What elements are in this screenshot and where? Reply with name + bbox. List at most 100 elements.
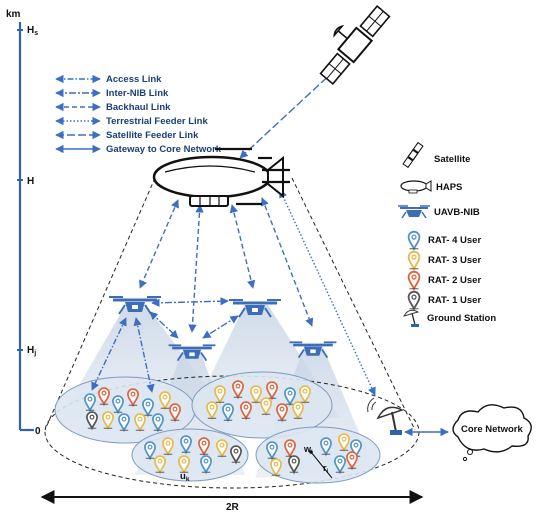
backhaul-link-1 <box>139 199 179 289</box>
svg-text:UAVB-NIB: UAVB-NIB <box>434 207 480 218</box>
svg-text:Satellite Feeder Link: Satellite Feeder Link <box>106 130 199 141</box>
backhaul-link-2 <box>188 204 204 333</box>
user-pins <box>84 380 362 478</box>
user-pin-icon <box>338 433 350 453</box>
user-pin-icon <box>407 250 421 272</box>
user-pin-icon <box>200 455 212 475</box>
svg-text:HAPS: HAPS <box>436 182 462 193</box>
user-pin-icon <box>240 401 252 421</box>
entity-key: Satellite HAPS UAVB-NIB RAT- 4 User RAT- <box>398 141 496 327</box>
svg-text:Terrestrial Feeder Link: Terrestrial Feeder Link <box>106 116 208 127</box>
user-pin-icon <box>206 401 218 421</box>
tick-label-hs: Hs <box>27 25 38 37</box>
drone-icon <box>398 205 430 219</box>
key-satellite: Satellite <box>402 141 470 169</box>
satellite-feeder-link <box>239 69 336 159</box>
user-pin-icon <box>98 387 110 407</box>
user-pin-icon <box>266 441 278 461</box>
inter-nib-link-2 <box>149 311 179 339</box>
tick-label-hj: Hj <box>27 345 36 357</box>
user-pin-icon <box>84 393 96 413</box>
user-pin-icon <box>144 441 156 461</box>
user-pin-icon <box>320 437 332 457</box>
user-pin-icon <box>162 437 174 457</box>
radius-label: 2R <box>226 502 240 513</box>
core-network-label: Core Network <box>461 424 523 435</box>
user-pin-icon <box>169 403 181 423</box>
user-pin-icon <box>118 413 130 433</box>
key-haps: HAPS <box>400 180 462 194</box>
user-pin-icon <box>159 391 171 411</box>
user-pin-icon <box>288 455 300 475</box>
legend-satellite-feeder-link: Satellite Feeder Link <box>55 130 199 141</box>
user-pin-icon <box>346 451 358 471</box>
distance-label: ri <box>323 463 329 475</box>
user-pin-icon <box>86 411 98 431</box>
svg-text:Ground Station: Ground Station <box>427 313 496 324</box>
drone-icon <box>168 344 216 362</box>
drone-icon <box>289 341 337 359</box>
user-pin-icon <box>178 455 190 475</box>
satellite-icon <box>402 141 424 169</box>
user-pin-icon <box>127 388 139 408</box>
user-pin-icon <box>152 413 164 433</box>
user-pin-icon <box>407 270 421 292</box>
legend-backhaul-link: Backhaul Link <box>55 102 171 113</box>
user-pin-icon <box>216 439 228 459</box>
cluster-annotations: uk wi ri <box>180 444 333 483</box>
key-rat3-label: RAT- 3 User <box>428 255 481 266</box>
user-pin-icon <box>276 403 288 423</box>
link-legend: Access Link Inter-NIB Link Backhaul Link… <box>55 74 222 155</box>
user-pin-icon <box>260 397 272 417</box>
user-pin-icon <box>232 380 244 400</box>
drone-icon <box>229 299 281 318</box>
ground-station-icon <box>402 309 420 327</box>
svg-text:Inter-NIB Link: Inter-NIB Link <box>106 88 169 99</box>
drone-icon <box>109 296 161 315</box>
user-pin-icon <box>266 381 278 401</box>
user-label: uk <box>180 471 190 483</box>
key-rat1-label: RAT- 1 User <box>428 295 481 306</box>
backhaul-link-4 <box>260 197 314 327</box>
point-label: wi <box>303 444 313 456</box>
user-pin-icon <box>222 403 234 423</box>
ground-station-icon <box>367 397 404 435</box>
key-rat2-label: RAT- 2 User <box>428 275 481 286</box>
svg-text:Access Link: Access Link <box>106 74 162 85</box>
user-pin-icon <box>299 385 311 405</box>
user-pin-icon <box>134 413 146 433</box>
user-pin-icon <box>198 437 210 457</box>
tick-label-h: H <box>27 176 34 187</box>
inter-nib-link-1 <box>151 297 229 307</box>
user-pin-icon <box>284 439 296 459</box>
svg-text:Satellite: Satellite <box>434 154 470 165</box>
svg-text:Gateway to Core Network: Gateway to Core Network <box>106 144 222 155</box>
user-pin-icon <box>270 458 282 478</box>
user-pin-icon <box>334 455 346 475</box>
user-pin-icon <box>350 439 362 459</box>
user-pin-icon <box>180 435 192 455</box>
key-uavb-nib: UAVB-NIB <box>398 205 480 219</box>
uav-layer <box>109 296 337 362</box>
user-pin-icon <box>292 401 304 421</box>
links: 2R <box>40 69 449 513</box>
legend-gateway-link: Gateway to Core Network <box>55 144 222 155</box>
inter-nib-link-3 <box>202 315 239 339</box>
backhaul-link-3 <box>229 204 256 289</box>
key-ground-station: Ground Station <box>402 309 496 327</box>
user-pin-icon <box>407 290 421 312</box>
satellite-icon <box>319 5 391 85</box>
legend-inter-nib-link: Inter-NIB Link <box>55 88 169 99</box>
haps-icon <box>152 147 290 207</box>
user-pin-icon <box>250 385 262 405</box>
user-pin-icon <box>214 385 226 405</box>
user-pin-icon <box>112 395 124 415</box>
access-link-2 <box>133 317 155 393</box>
access-link-1 <box>91 317 127 391</box>
axis-unit: km <box>6 9 21 20</box>
user-pin-icon <box>142 398 154 418</box>
tick-label-zero: 0 <box>35 426 41 437</box>
user-pin-icon <box>230 445 242 465</box>
user-pin-icon <box>102 411 114 431</box>
